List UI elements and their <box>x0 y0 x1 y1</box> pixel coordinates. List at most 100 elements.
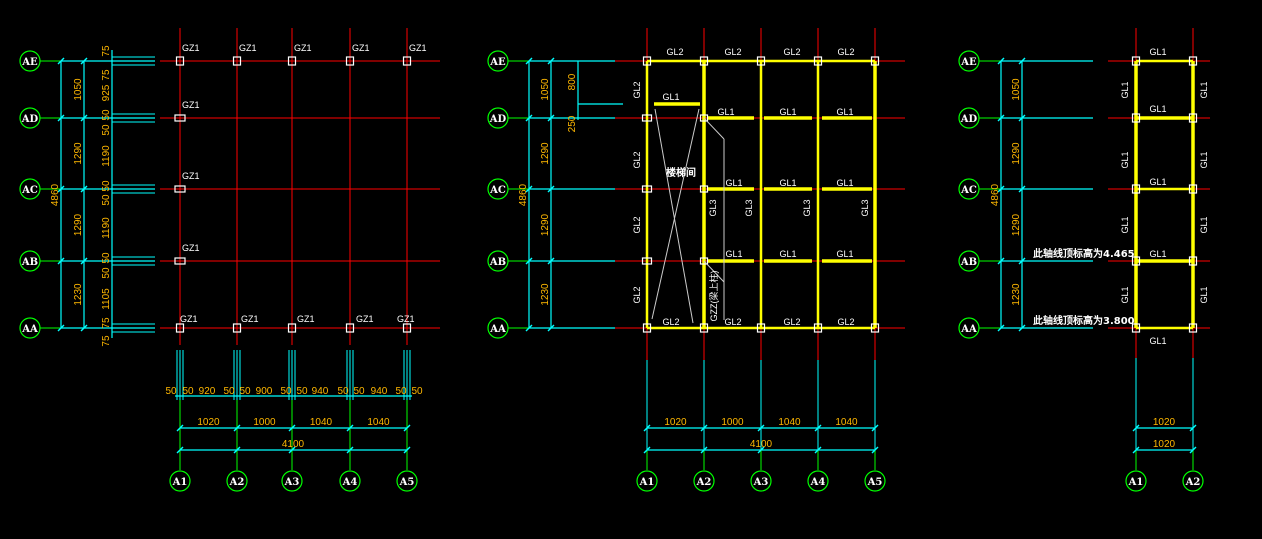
plan3-beam-tag-left: GL1 <box>1120 81 1130 98</box>
plan3-row-axis-AC-label: AC <box>960 185 977 196</box>
plan3-column-box <box>1188 113 1198 123</box>
plan2-dim-tick <box>643 446 651 454</box>
plan2-col-axis-A1-label: A1 <box>639 477 655 488</box>
plan1-dim-tick <box>346 424 354 432</box>
plan1-dim-tick <box>288 446 296 454</box>
plan1-row-axis-AA: AA <box>19 317 41 339</box>
plan1-dim-col-spacing: 1040 <box>310 417 333 428</box>
plan1-detail-dim-horizontal: 50 <box>165 386 177 397</box>
plan2-column-box <box>641 257 653 265</box>
plan2-beam-tag-bottom: GL2 <box>837 317 854 327</box>
plan2-dim-row-spacing: 1290 <box>540 213 551 236</box>
plan1-column-tag: GZ1 <box>297 314 315 324</box>
plan3-col-axis-A2-label: A2 <box>1185 477 1201 488</box>
plan2-leader-line <box>703 260 725 283</box>
plan1-dim-tick <box>403 424 411 432</box>
plan2-dim-col-spacing: 1040 <box>835 417 858 428</box>
plan2-dim-tick <box>871 424 879 432</box>
plan1-col-axis-A5-label: A5 <box>399 477 415 488</box>
plan1-row-axis-AE: AE <box>19 50 41 72</box>
plan2-dim-row-spacing: 1050 <box>540 78 551 101</box>
plan1-dim-row-spacing: 1050 <box>73 78 84 101</box>
plan1-row-axis-AA-label: AA <box>21 324 38 335</box>
plan3-row-axis-AB: AB <box>958 250 980 272</box>
plan2-col-axis-A1: A1 <box>636 470 658 492</box>
plan1-col-axis-A2-label: A2 <box>229 477 245 488</box>
plan2-beam-tag-vert: GL3 <box>802 199 812 216</box>
plan1-col-axis-A1: A1 <box>169 470 191 492</box>
plan1-dim-row-spacing: 1290 <box>73 142 84 165</box>
plan2-beam-tag-mid: GL1 <box>725 249 742 259</box>
plan2-beam-tag-mid: GL1 <box>836 178 853 188</box>
plan1-col-axis-A4: A4 <box>339 470 361 492</box>
plan2-dim-col-spacing: 1020 <box>664 417 687 428</box>
plan2-beam-tag-mid: GL1 <box>779 178 796 188</box>
plan2-beam-tag-top: GL2 <box>837 47 854 57</box>
axis-bubble-circle <box>396 470 418 492</box>
plan1-column-GZ1 <box>345 56 355 66</box>
plan3-beam-tag-right: GL1 <box>1199 286 1209 303</box>
plan1-column-tag: GZ1 <box>239 43 257 53</box>
plan1-row-axis-AC-label: AC <box>21 185 38 196</box>
plan2-leader-line <box>703 117 725 140</box>
plan2-beam-tag-bottom: GL2 <box>662 317 679 327</box>
plan1-dim-col-total: 4100 <box>282 439 305 450</box>
plan2-row-axis-AD: AD <box>487 107 509 129</box>
plan1-column-tag: GZ1 <box>397 314 415 324</box>
plan2-col-axis-A2-label: A2 <box>696 477 712 488</box>
plan3-beam-tag-left: GL1 <box>1120 216 1130 233</box>
axis-bubble-circle <box>169 470 191 492</box>
plan1-detail-dim-vertical: 50 <box>101 252 112 264</box>
plan3-column-box <box>1131 113 1141 123</box>
plan1-dim-tick <box>346 446 354 454</box>
plan1-detail-dim-vertical: 50 <box>101 180 112 192</box>
plan2-dim-tick <box>643 424 651 432</box>
plan1-column-tag: GZ1 <box>182 243 200 253</box>
plan2-stair-cross <box>654 108 694 324</box>
plan3-row-axis-AB-label: AB <box>960 257 977 268</box>
plan1-column-GZ1 <box>287 323 297 333</box>
plan1-dim-col-spacing: 1040 <box>367 417 390 428</box>
plan1-row-axis-AE-label: AE <box>21 57 38 68</box>
axis-bubble-circle <box>807 470 829 492</box>
plan3-row-axis-AE-label: AE <box>960 57 977 68</box>
plan1-column-GZ1 <box>175 56 185 66</box>
plan1-column-tag: GZ1 <box>352 43 370 53</box>
plan2-column-box <box>870 323 880 333</box>
plan3-column-box <box>1188 323 1198 333</box>
plan3-column-box <box>1188 184 1198 194</box>
plan1-detail-dim-vertical: 1190 <box>101 145 112 167</box>
plan1-column-GZ1 <box>174 257 186 265</box>
axis-bubble-circle <box>339 470 361 492</box>
plan1-detail-dim-horizontal: 50 <box>411 386 423 397</box>
plan2-beam-tag-top: GL2 <box>783 47 800 57</box>
plan2-column-box <box>699 323 709 333</box>
plan1-dim-col-spacing: 1020 <box>197 417 220 428</box>
plan2-col-axis-A3: A3 <box>750 470 772 492</box>
plan1-column-GZ1 <box>402 323 412 333</box>
plan3-dim-col-total: 1020 <box>1153 439 1176 450</box>
plan1-dim-tick <box>403 446 411 454</box>
plan2-dim-tick <box>700 446 708 454</box>
plan1-row-axis-AD: AD <box>19 107 41 129</box>
plan1-detail-dim-vertical: 75 <box>101 69 112 81</box>
plan3-beam-tag-right: GL1 <box>1199 216 1209 233</box>
plan3-row-axis-AE: AE <box>958 50 980 72</box>
plan1-detail-dim-vertical: 1190 <box>101 217 112 239</box>
plan3-column-box <box>1131 184 1141 194</box>
plan3-elevation-note-top: 此轴线顶标高为4.465 <box>1033 247 1135 260</box>
plan1-dim-tick <box>176 424 184 432</box>
axis-bubble-circle <box>750 470 772 492</box>
plan1-detail-dim-vertical: 75 <box>101 45 112 57</box>
plan2-row-axis-AA-label: AA <box>489 324 506 335</box>
plan2-row-axis-AA: AA <box>487 317 509 339</box>
plan1-column-GZ1 <box>232 56 242 66</box>
plan3-col-axis-A1: A1 <box>1125 470 1147 492</box>
plan2-col-axis-A2: A2 <box>693 470 715 492</box>
plan3-dim-tick <box>1189 446 1197 454</box>
plan1-detail-dim-horizontal: 50 <box>223 386 235 397</box>
plan2-column-box <box>699 257 709 265</box>
axis-bubble-circle <box>281 470 303 492</box>
plan2-beam-tag-mid: GL1 <box>725 178 742 188</box>
plan1-detail-dim-horizontal: 920 <box>199 386 216 397</box>
